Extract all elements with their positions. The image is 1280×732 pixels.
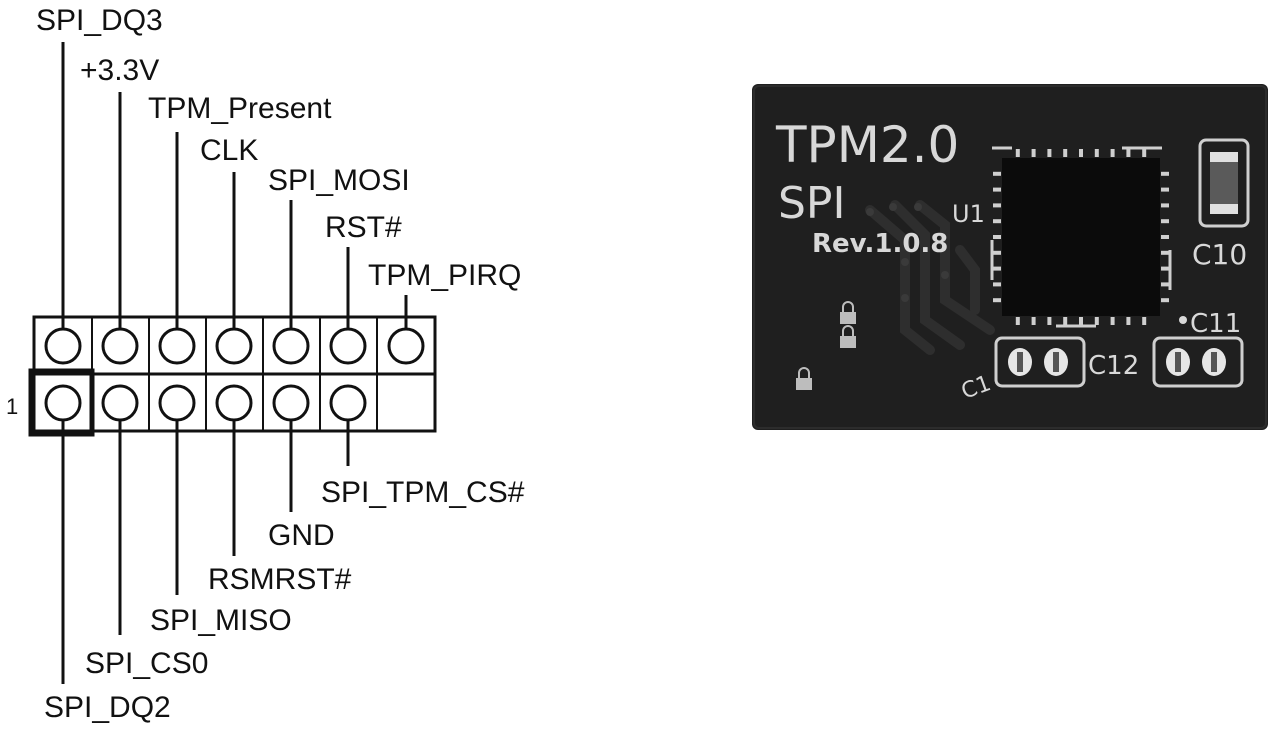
pcb-vias [866,203,949,302]
label-gnd: GND [268,519,335,552]
chip-pin [993,250,1001,255]
chip-pin [1161,219,1169,224]
chip-pin [1063,317,1068,325]
chip-pin [1161,250,1169,255]
bottom-leaders [61,420,350,684]
label-tpm-present: TPM_Present [148,92,332,125]
pin-header: SPI_DQ3 +3.3V TPM_Present CLK SPI_MOSI R… [6,4,525,724]
label-spi-cs0: SPI_CS0 [85,647,208,680]
chip-pin [1015,317,1020,325]
chip-pin [1047,149,1052,157]
chip-pin [1142,317,1147,325]
label-tpm-pirq: TPM_PIRQ [368,259,521,292]
pcb-traces [865,200,995,355]
pin-top-5 [272,327,310,365]
pin-top-2 [101,327,139,365]
chip-pin [1094,149,1099,157]
pin-top-4 [215,327,253,365]
cap-c10-body [1210,160,1238,206]
tpm-chip [1002,158,1160,316]
label-spi-tpm-cs: SPI_TPM_CS# [321,476,525,509]
label-rsmrst: RSMRST# [208,563,352,596]
label-spi-dq3: SPI_DQ3 [36,4,163,37]
chip-pin [1031,149,1036,157]
chip-pin [993,171,1001,176]
chip-silkscreen [990,146,1172,328]
label-clk: CLK [200,134,258,167]
chip-pin [1161,298,1169,303]
pin-bottom-3 [158,384,196,422]
chip-pin [1161,282,1169,287]
cap-c12-outline [994,336,1086,388]
chip-pin [1047,317,1052,325]
chip-pin [993,187,1001,192]
chip-pin [1031,317,1036,325]
chip-pin [1142,149,1147,157]
lock-icon [796,301,856,390]
pin-bottom-6 [329,384,367,422]
chip-pin [1126,149,1131,157]
label-rst: RST# [325,211,402,244]
chip-pin [993,203,1001,208]
pin-bottom-5 [272,384,310,422]
module-interface: SPI [778,178,845,229]
pin-top-1 [44,327,82,365]
top-leaders [61,42,408,329]
chip-pin [993,235,1001,239]
label-spi-dq2: SPI_DQ2 [44,691,171,724]
chip-pin [1161,187,1169,192]
pin-bottom-2 [101,384,139,422]
chip-pin [1110,149,1115,157]
pin-top-6 [329,327,367,365]
chip-pin [1110,317,1115,325]
chip-pin [1079,317,1083,325]
pin-top-3 [158,327,196,365]
chip-pin [993,298,1001,303]
chip-pin [1126,317,1131,325]
module-revision: Rev.1.0.8 [812,229,948,259]
chip-pin [1063,149,1068,157]
chip-pin [1015,149,1020,157]
label-spi-miso: SPI_MISO [150,604,292,637]
chip-pin [1161,171,1169,176]
chip-pin [1161,235,1169,239]
cap-c11-label: C11 [1190,309,1241,339]
chip-ref-label: U1 [952,200,985,228]
pin-top-7 [387,327,425,365]
chip-pin [993,219,1001,224]
pin-bottom-4 [215,384,253,422]
cap-c10-label: C10 [1192,238,1247,271]
chip-pin [993,266,1001,271]
pin-one-marker: 1 [6,394,18,419]
chip-pin [993,282,1001,287]
chip-pins [993,149,1169,325]
chip-pin [1079,149,1083,157]
module-title: TPM2.0 [775,116,959,174]
label-3v3: +3.3V [80,54,159,87]
chip-pin [1161,266,1169,271]
pin-bottom-1 [44,384,82,422]
chip-pin [1161,203,1169,208]
cap-c12-label: C12 [1088,351,1139,381]
label-spi-mosi: SPI_MOSI [268,164,410,197]
cap-c11-outline [1152,336,1244,388]
cap-c10-outline [1198,138,1250,228]
tpm-module: TPM2.0 SPI Rev.1.0.8 U1 C10 C11 C12 C1 [752,84,1268,430]
chip-pin [1094,317,1099,325]
